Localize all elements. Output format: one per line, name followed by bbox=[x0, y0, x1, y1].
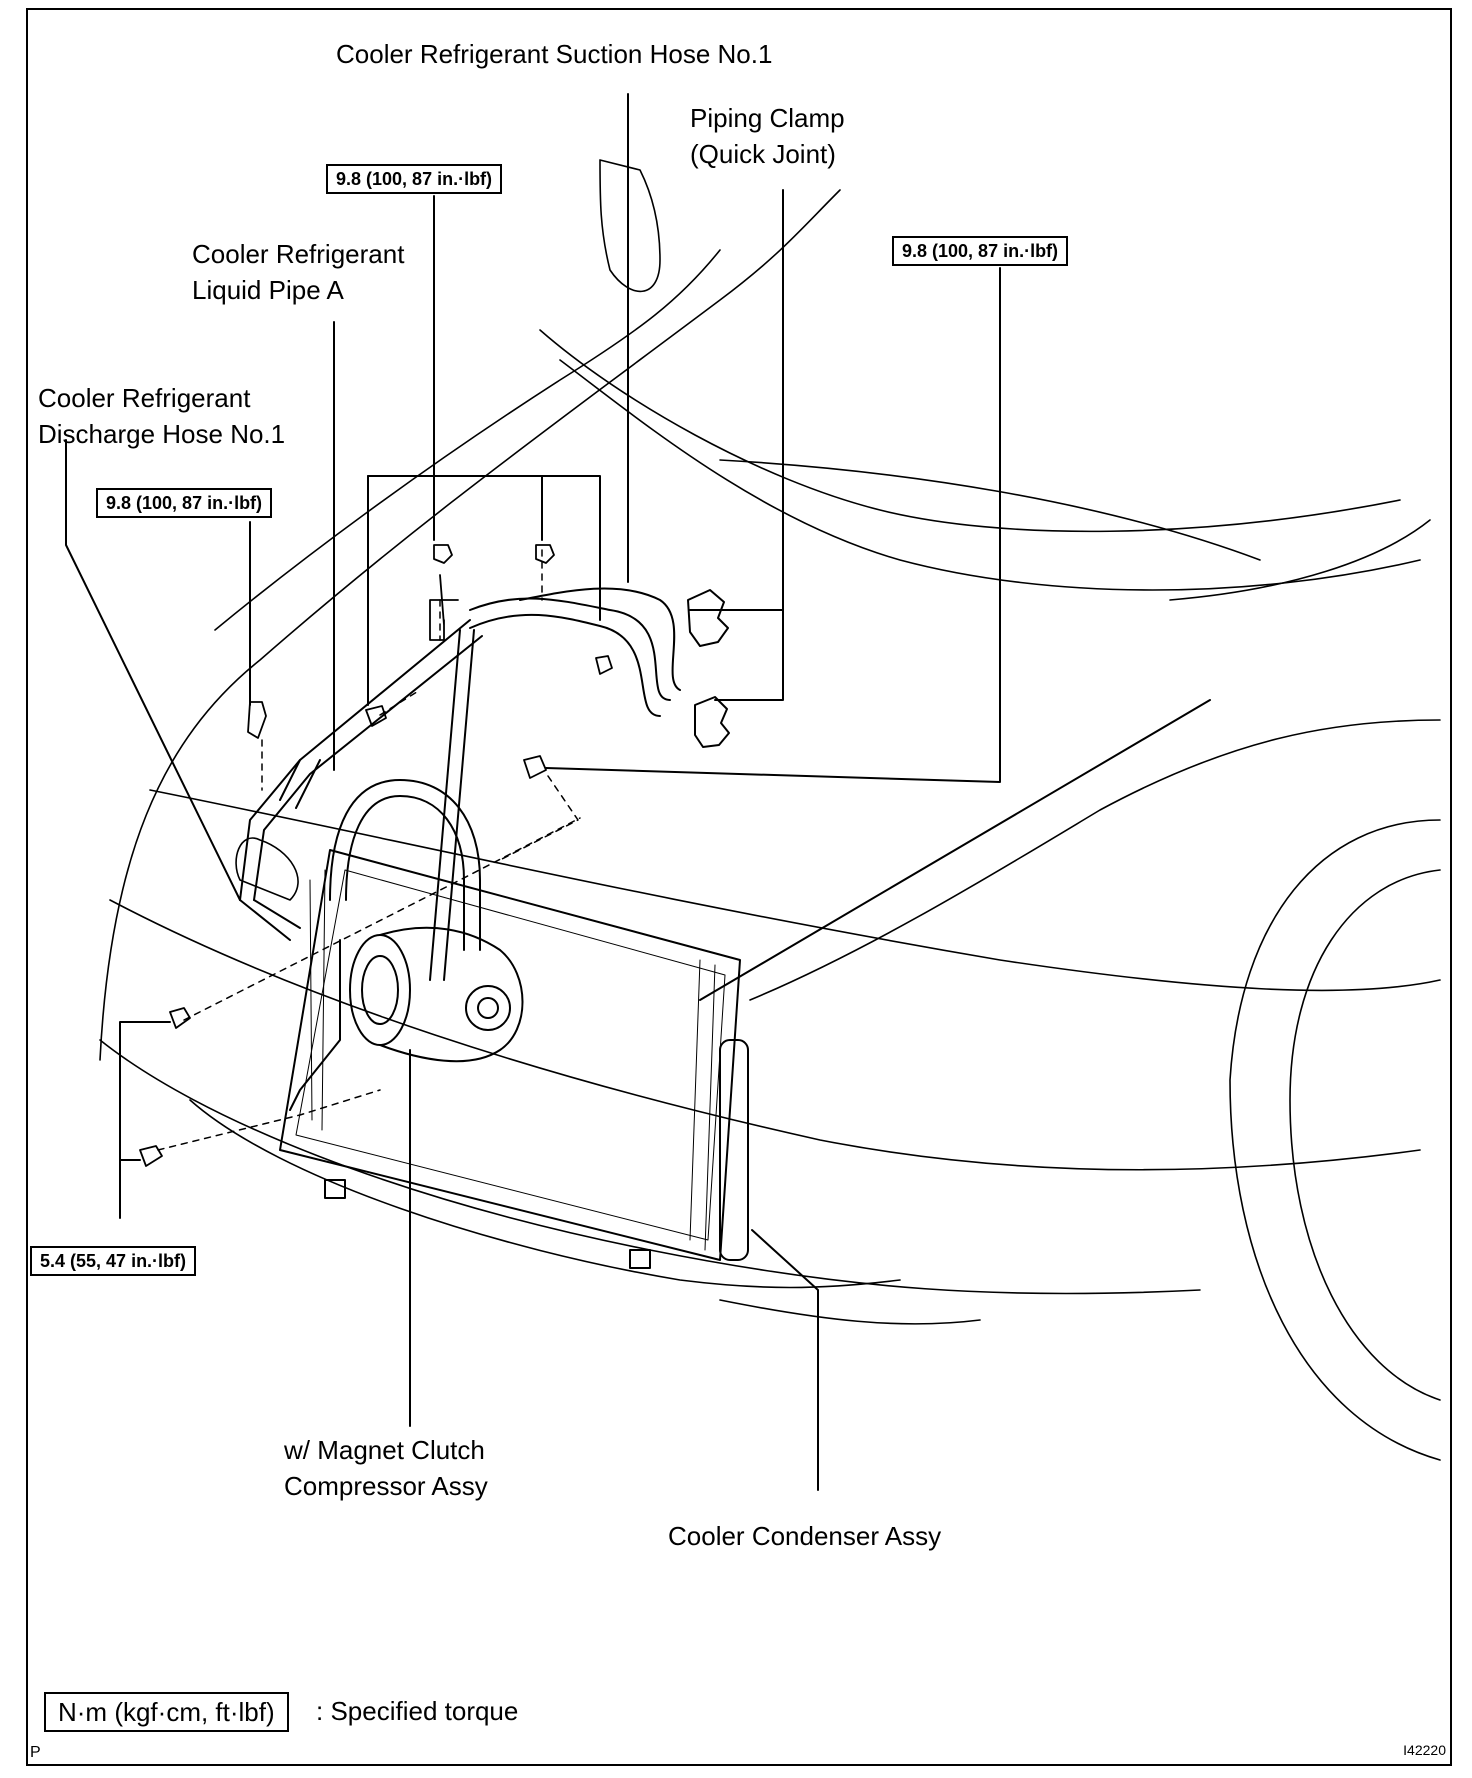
label-discharge-hose: Cooler Refrigerant Discharge Hose No.1 bbox=[38, 383, 286, 449]
piping-clamp-parts bbox=[687, 589, 730, 748]
legend-meaning: : Specified torque bbox=[316, 1696, 519, 1726]
leader-lines bbox=[65, 93, 1211, 1491]
page-code: P bbox=[30, 1744, 41, 1761]
diagram-frame bbox=[26, 8, 1452, 1766]
condenser-core bbox=[279, 849, 749, 1269]
figure-id: I42220 bbox=[1403, 1742, 1446, 1758]
refrigerant-lines bbox=[239, 587, 681, 1111]
compressor-body bbox=[349, 926, 524, 1063]
label-piping-clamp: Piping Clamp (Quick Joint) bbox=[690, 103, 845, 169]
label-compressor: w/ Magnet Clutch Compressor Assy bbox=[284, 1435, 488, 1501]
label-condenser: Cooler Condenser Assy bbox=[668, 1521, 942, 1551]
dashed-guides bbox=[157, 549, 581, 1151]
torque-left: 9.8 (100, 87 in.·lbf) bbox=[96, 488, 273, 518]
legend-unit-box: N·m (kgf·cm, ft·lbf) bbox=[44, 1692, 289, 1732]
torque-top: 9.8 (100, 87 in.·lbf) bbox=[326, 164, 503, 194]
label-liquid-pipe: Cooler Refrigerant Liquid Pipe A bbox=[192, 239, 405, 305]
torque-right: 9.8 (100, 87 in.·lbf) bbox=[892, 236, 1069, 266]
label-suction-hose: Cooler Refrigerant Suction Hose No.1 bbox=[336, 39, 773, 69]
torque-bottom: 5.4 (55, 47 in.·lbf) bbox=[30, 1246, 197, 1276]
vehicle-body-outline bbox=[99, 159, 1441, 1461]
bolts bbox=[139, 544, 613, 1167]
